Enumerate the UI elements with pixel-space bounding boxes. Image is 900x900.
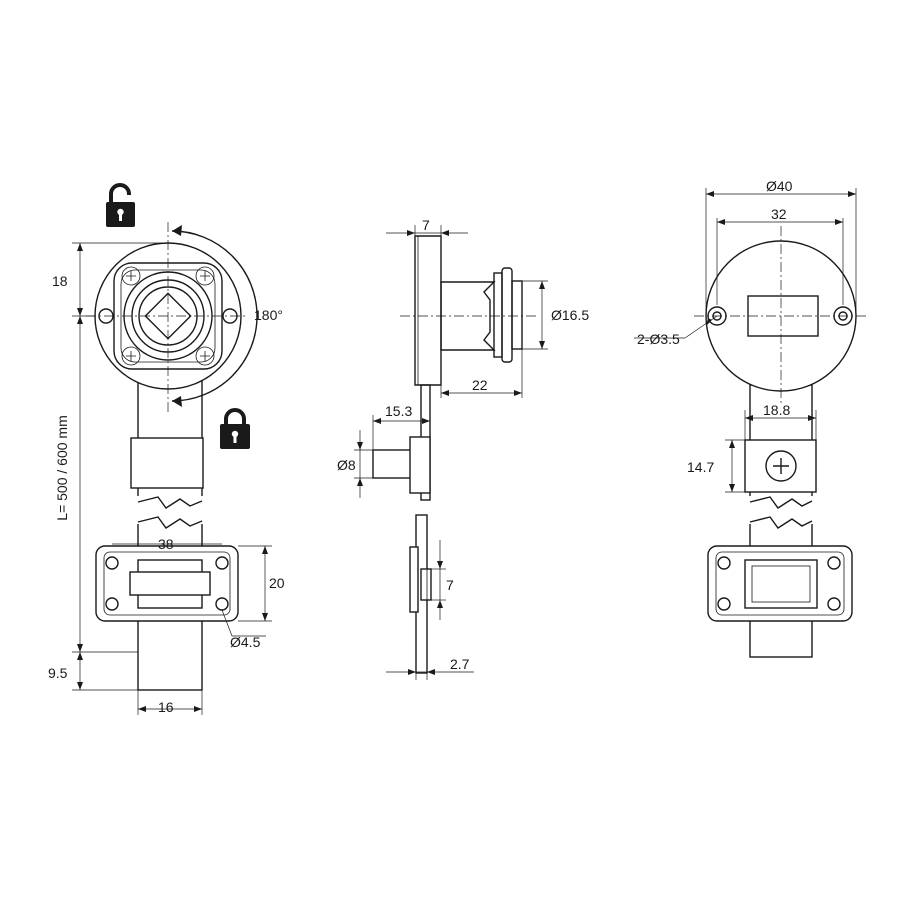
- dim-rod-thickness: 2.7: [450, 656, 470, 672]
- dim-flange-top: 18: [52, 273, 68, 289]
- dim-plate-width: 38: [158, 536, 174, 552]
- side-view: 7 Ø16.5 22 15.3 Ø8 7 2.7: [337, 217, 589, 680]
- rotation-arrow: [171, 225, 258, 407]
- dim-plate-height: 20: [269, 575, 285, 591]
- dim-outer-diameter: Ø40: [766, 178, 793, 194]
- front-view: 18 180° L= 500 / 600 mm 38 20 Ø4.5 9.5 1…: [48, 183, 285, 715]
- side-cylinder: [440, 281, 496, 351]
- rear-rod-break: [746, 496, 816, 529]
- dim-block-width: 18.8: [763, 402, 790, 418]
- dim-mount-holes: 2-Ø3.5: [637, 331, 680, 347]
- dim-rod-length: L= 500 / 600 mm: [54, 415, 70, 520]
- dim-pin-offset: 15.3: [385, 403, 412, 419]
- front-mount-plate: [95, 545, 239, 622]
- dim-cylinder-length: 22: [472, 377, 488, 393]
- dim-cylinder-diameter: Ø16.5: [551, 307, 589, 323]
- padlock-closed-icon: [220, 408, 250, 449]
- rear-view: Ø40 32 2-Ø3.5 18.8 14.7: [634, 178, 868, 658]
- dim-guide-height: 7: [446, 577, 454, 593]
- dim-rod-width: 16: [158, 699, 174, 715]
- dim-rotation-angle: 180°: [254, 307, 283, 323]
- dim-rod-end: 9.5: [48, 665, 68, 681]
- dim-pin-diameter: Ø8: [337, 457, 356, 473]
- rear-mount-plate: [707, 545, 853, 622]
- dim-block-height: 14.7: [687, 459, 714, 475]
- dim-hole-spacing: 32: [771, 206, 787, 222]
- dim-flange-thickness: 7: [422, 217, 430, 233]
- front-rod-break: [134, 496, 206, 529]
- side-flange: [414, 235, 442, 386]
- front-rod: [137, 377, 203, 691]
- dim-plate-hole: Ø4.5: [230, 634, 261, 650]
- padlock-open-icon: [106, 183, 135, 227]
- side-pin: [372, 449, 412, 479]
- front-sleeve: [130, 437, 204, 489]
